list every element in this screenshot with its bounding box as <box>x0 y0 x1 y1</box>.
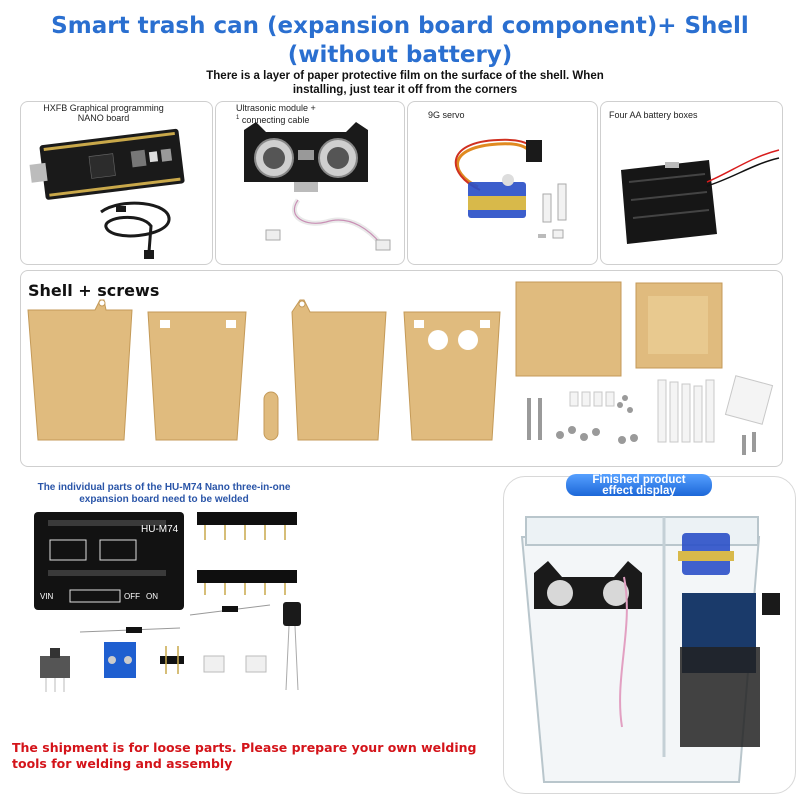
ultrasonic-marker: 1 <box>236 115 240 121</box>
ultrasonic-label-text: connecting cable <box>241 115 310 125</box>
ultrasonic-panel: Ultrasonic module + 1 connecting cable <box>215 101 405 265</box>
badge-line-1: Finished product <box>592 474 686 486</box>
weld-note: The individual parts of the HU-M74 Nano … <box>37 482 291 505</box>
board-label-on: ON <box>146 592 158 601</box>
battery-box-image <box>621 149 780 244</box>
board-label-off: OFF <box>124 592 140 601</box>
page-title: Smart trash can (expansion board compone… <box>0 12 800 70</box>
nano-board-label: HXFB Graphical programming NANO board <box>43 103 164 123</box>
servo-image <box>454 138 567 239</box>
servo-panel: 9G servo <box>407 101 598 265</box>
servo-label: 9G servo <box>428 110 465 120</box>
note-line-2: installing, just tear it off from the co… <box>292 84 518 96</box>
finished-product-panel <box>503 476 796 794</box>
expansion-board-panel <box>14 475 320 735</box>
battery-box-panel: Four AA battery boxes <box>600 101 783 265</box>
board-label-vin: VIN <box>40 592 54 601</box>
shell-title: Shell + screws <box>28 281 160 300</box>
shipment-note: The shipment is for loose parts. Please … <box>12 740 477 771</box>
badge-line-2: effect display <box>602 485 676 497</box>
battery-box-label: Four AA battery boxes <box>609 110 698 120</box>
nano-board-panel: HXFB Graphical programming NANO board <box>20 101 213 265</box>
ultrasonic-module-image <box>244 122 391 251</box>
finished-product-badge: Finished product effect display <box>566 474 712 497</box>
title-line-1: Smart trash can (expansion board compone… <box>51 13 749 39</box>
board-label-hu-m74: HU-M74 <box>141 524 179 535</box>
nano-board-image <box>29 128 185 259</box>
ultrasonic-label-2: 1 connecting cable <box>236 113 309 125</box>
protective-film-note: There is a layer of paper protective fil… <box>170 69 640 97</box>
note-line-1: There is a layer of paper protective fil… <box>206 70 604 82</box>
ultrasonic-label-1: Ultrasonic module + <box>236 103 316 113</box>
title-line-2: (without battery) <box>287 42 513 68</box>
finished-product-image <box>520 516 780 783</box>
